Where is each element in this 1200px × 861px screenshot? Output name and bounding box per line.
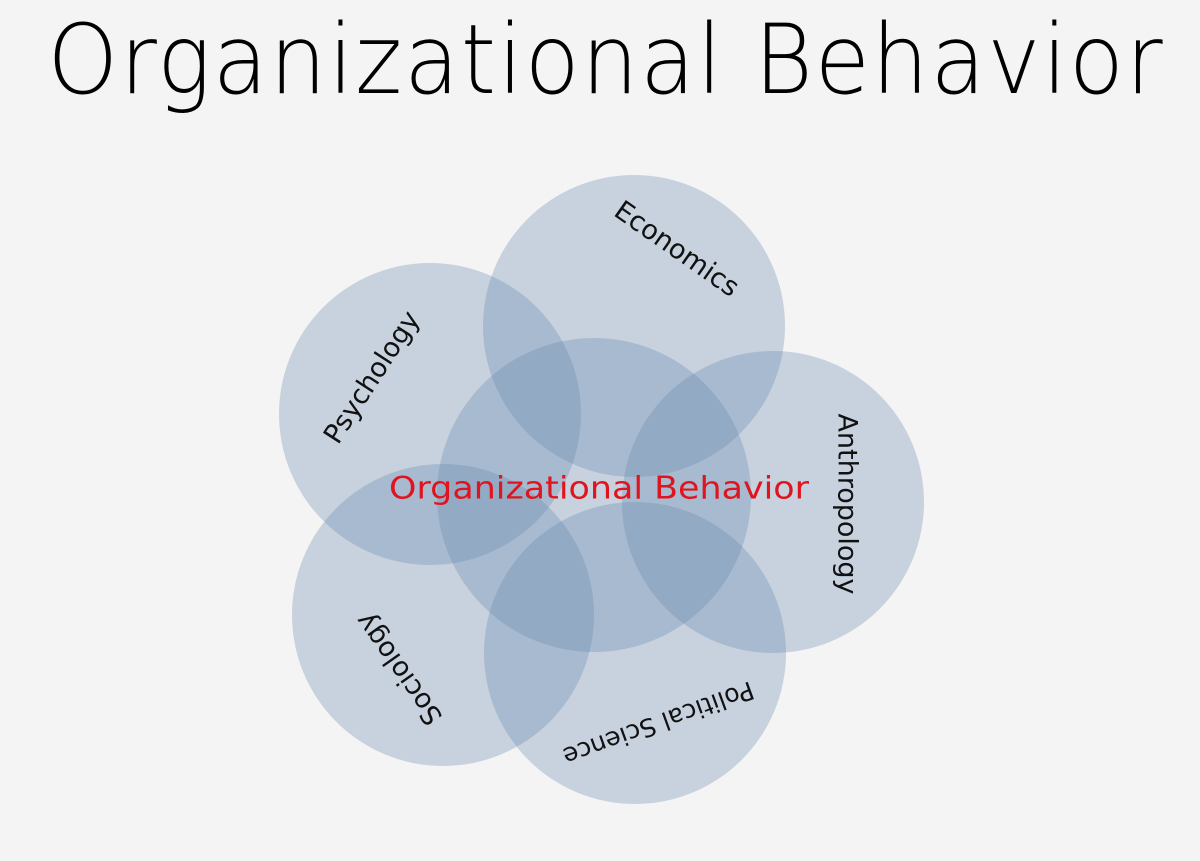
page-title-container: Organizational Behavior [0,0,1200,130]
label-anthropology: Anthropology [832,413,863,594]
circles-layer [279,175,924,804]
circle-psychology [279,263,581,565]
label-organizational-behavior: Organizational Behavior [389,471,809,507]
page-title: Organizational Behavior [48,4,1165,116]
page-title-svg: Organizational Behavior [48,4,1165,116]
circle-organizational-behavior [437,338,751,652]
circle-anthropology [622,351,924,653]
circle-economics [483,175,785,477]
circle-sociology [292,464,594,766]
circle-political-science [484,502,786,804]
